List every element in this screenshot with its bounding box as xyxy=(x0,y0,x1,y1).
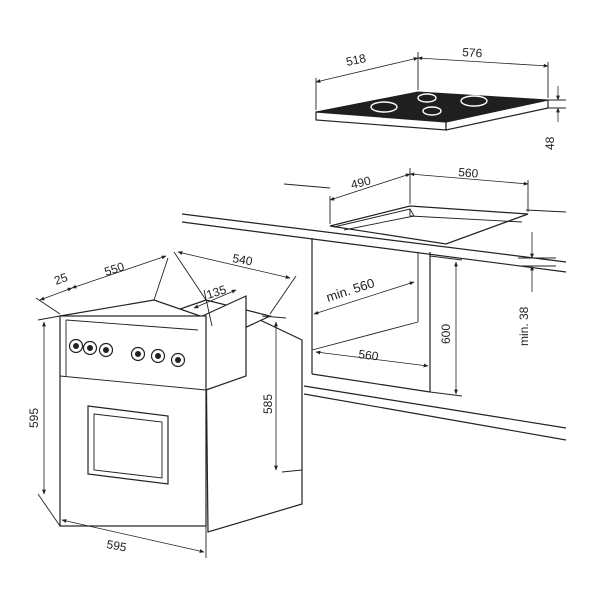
oven-width-dimension-line xyxy=(61,519,205,553)
hob-depth-label: 518 xyxy=(345,51,368,69)
niche-width-label: min. 560 xyxy=(324,275,376,305)
hob-thickness-label: 48 xyxy=(543,136,557,150)
oven-door-window xyxy=(87,405,169,485)
oven-depth-dimension-line xyxy=(71,255,167,289)
cutout-width-dimension-line xyxy=(409,172,529,186)
oven-width-label: 595 xyxy=(105,537,127,554)
oven-body-height-label: 585 xyxy=(261,394,275,414)
hob-burner-front-left xyxy=(370,101,398,113)
niche-floor-width-label: 560 xyxy=(358,347,380,363)
hob: 518 576 48 xyxy=(315,45,566,150)
hob-cutout xyxy=(329,205,529,245)
oven-panel-depth-dimension-line xyxy=(193,289,237,309)
hob-burner-front-right xyxy=(422,106,442,116)
worktop: 490 560 min. 38 xyxy=(181,165,567,346)
hob-depth-dimension-line xyxy=(315,57,419,83)
hob-burner-back-left xyxy=(417,93,437,103)
hob-width-dimension-line xyxy=(417,56,549,68)
worktop-gap-label: min. 38 xyxy=(517,306,531,346)
niche-floor-dimension-line xyxy=(315,350,429,368)
oven-side-depth-label: 25 xyxy=(52,270,70,288)
oven-control-knobs xyxy=(68,338,186,368)
oven-depth-label: 550 xyxy=(103,259,127,279)
oven-height-label: 595 xyxy=(27,408,41,428)
niche-height-label: 600 xyxy=(439,324,453,344)
oven-body-depth-dimension-line xyxy=(177,251,291,279)
hob-burner-back-right xyxy=(460,95,488,107)
oven-side-depth-dimension-line xyxy=(39,287,73,301)
oven: 595 585 595 25 550 540 135 xyxy=(27,251,303,558)
niche-width-dimension-line xyxy=(313,281,415,315)
oven-panel-depth-label: 135 xyxy=(205,282,229,302)
oven-body-depth-label: 540 xyxy=(231,251,253,268)
hob-width-label: 576 xyxy=(462,45,483,60)
cutout-depth-dimension-line xyxy=(329,173,411,201)
cutout-depth-label: 490 xyxy=(349,173,372,192)
cutout-width-label: 560 xyxy=(458,165,479,181)
